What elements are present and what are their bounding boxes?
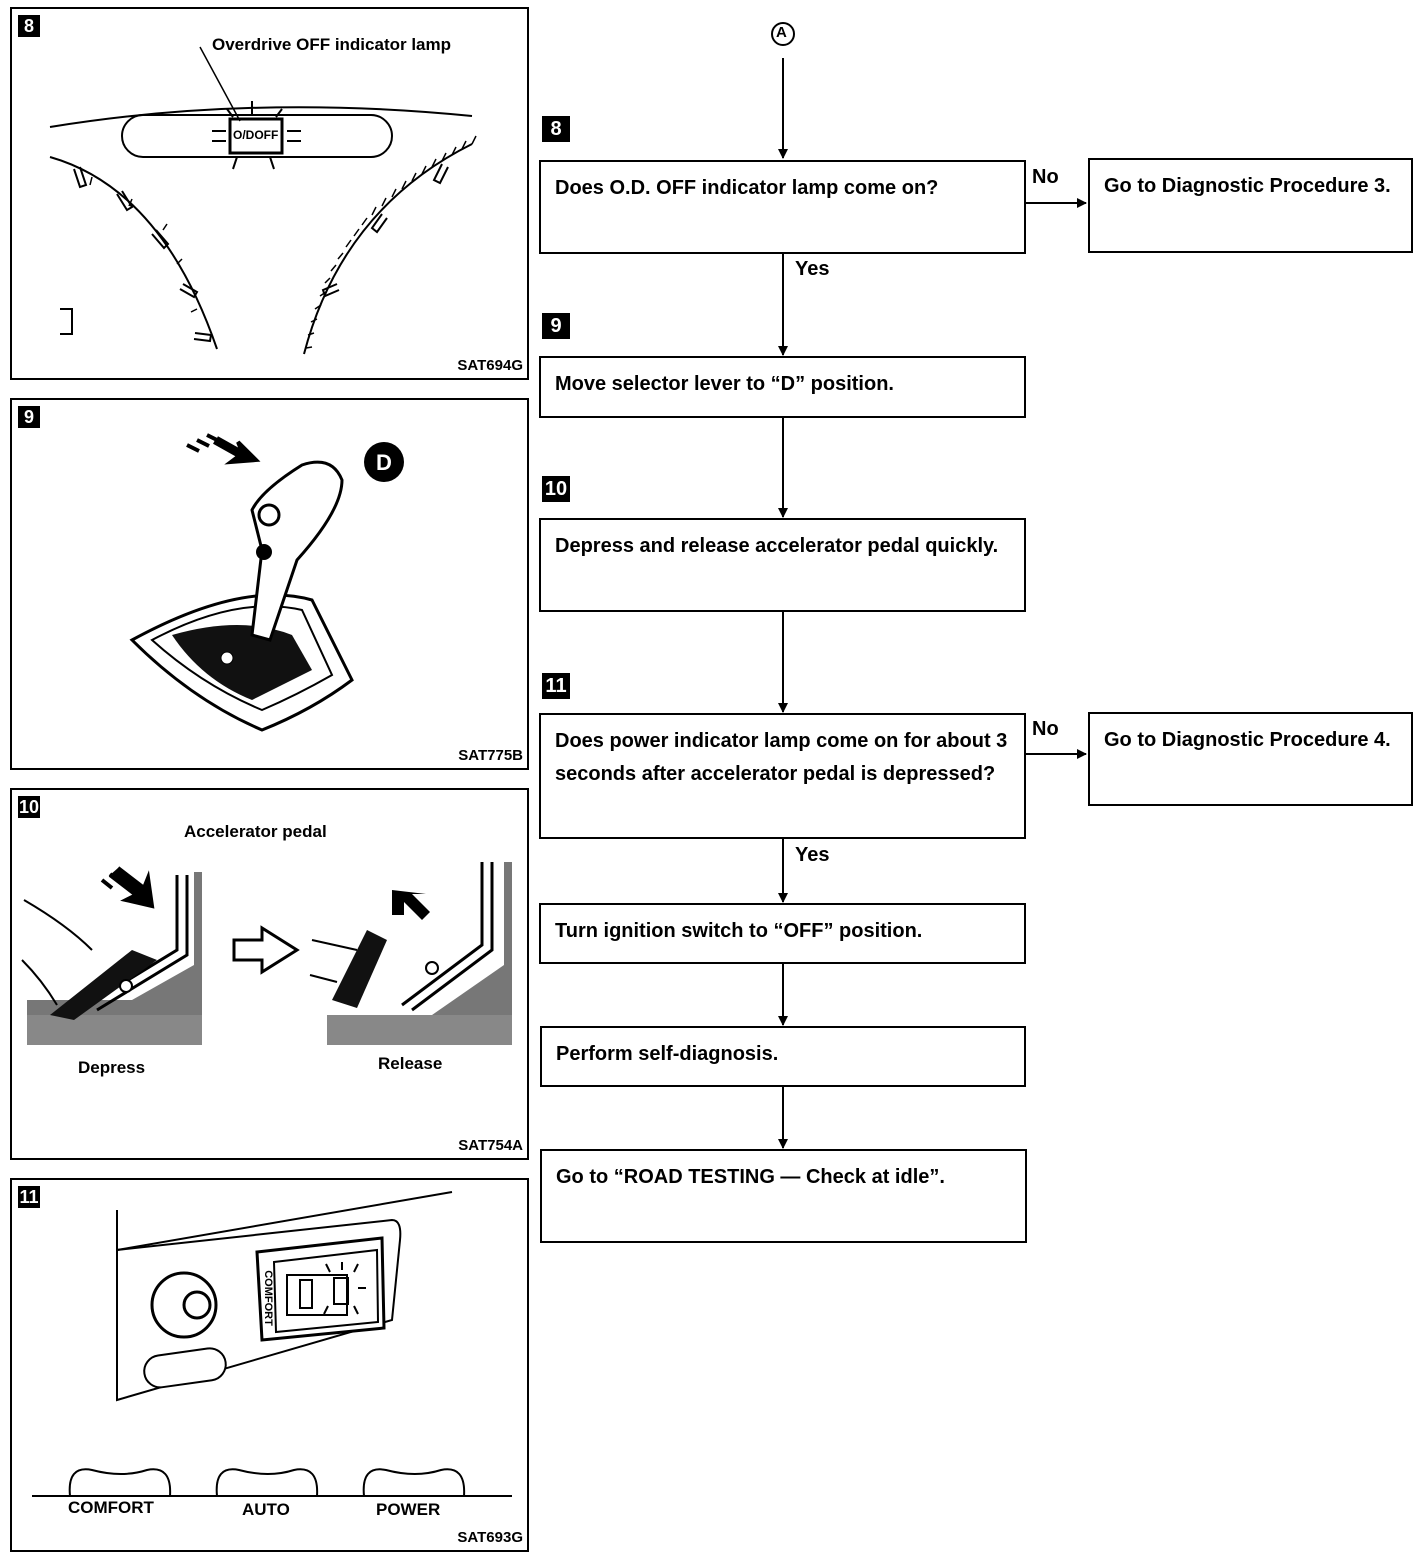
step-9-box: Move selector lever to “D” position. [539, 356, 1026, 418]
figure-code: SAT694G [457, 357, 523, 374]
step-8-box: Does O.D. OFF indicator lamp come on? [539, 160, 1026, 254]
figure-code: SAT754A [458, 1137, 523, 1154]
panel-badge: 9 [18, 406, 40, 428]
step-badge-8: 8 [542, 116, 570, 142]
figure-code: SAT775B [458, 747, 523, 764]
depress-label: Depress [78, 1058, 146, 1077]
mode-label-power: POWER [376, 1500, 441, 1519]
branch-procedure-3: Go to Diagnostic Procedure 3. [1088, 158, 1413, 253]
step-10-box: Depress and release accelerator pedal qu… [539, 518, 1026, 612]
label-yes: Yes [795, 844, 830, 866]
panel-badge: 10 [18, 796, 40, 818]
step-self-diagnosis-box: Perform self-diagnosis. [540, 1026, 1026, 1087]
step-11-box: Does power indicator lamp come on for ab… [539, 713, 1026, 839]
position-d-badge: D [376, 450, 392, 475]
panel-9-selector-lever: 9 D SAT775B [10, 398, 529, 770]
label-no: No [1032, 166, 1059, 188]
callout-label: Overdrive OFF indicator lamp [212, 35, 452, 54]
selector-lever-illustration [129, 433, 404, 732]
panel-8-overdrive-lamp: 8 Overdrive OFF indicator lamp O/DOFF SA… [10, 7, 529, 380]
label-no: No [1032, 718, 1059, 740]
step-badge-11: 11 [542, 673, 570, 699]
panel-11-power-switch: 11 COMFORT COMFORT AUTO POWER SAT693G [10, 1178, 529, 1552]
step-ignition-off-box: Turn ignition switch to “OFF” position. [539, 903, 1026, 964]
step-road-testing-box: Go to “ROAD TESTING — Check at idle”. [540, 1149, 1027, 1243]
connector-a: A [776, 24, 787, 41]
panel-10-accelerator: 10 Accelerator pedal Depress Release SAT… [10, 788, 529, 1160]
mode-label-comfort: COMFORT [68, 1498, 154, 1517]
label-yes: Yes [795, 258, 830, 280]
instrument-cluster-illustration [49, 46, 477, 355]
branch-procedure-4: Go to Diagnostic Procedure 4. [1088, 712, 1413, 806]
step-badge-9: 9 [542, 313, 570, 339]
accelerator-pedal-illustration [21, 862, 512, 1045]
lamp-label: O/DOFF [233, 128, 279, 142]
panel-badge: 11 [18, 1186, 40, 1208]
panel-badge: 8 [18, 15, 40, 37]
release-label: Release [378, 1054, 443, 1073]
power-switch-illustration [32, 1191, 512, 1497]
panel-title: Accelerator pedal [184, 822, 327, 841]
figure-code: SAT693G [457, 1529, 523, 1546]
step-badge-10: 10 [542, 476, 570, 502]
mode-label-auto: AUTO [242, 1500, 290, 1519]
